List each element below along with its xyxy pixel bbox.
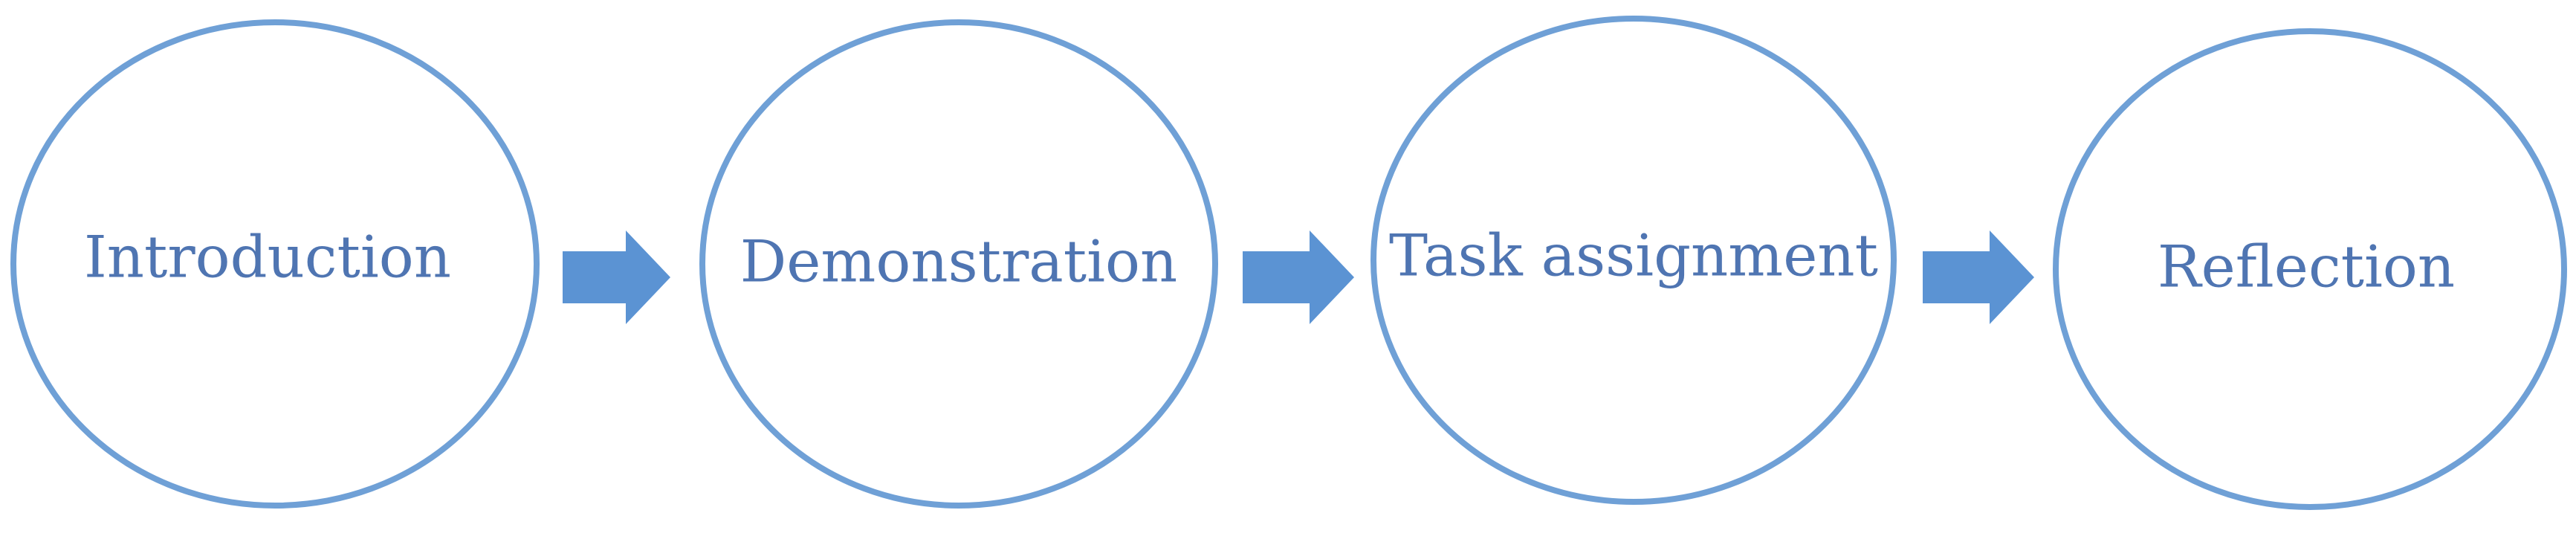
stage-circle xyxy=(699,19,1218,509)
stage-circle xyxy=(1370,16,1897,505)
stage-label-demonstration: Demonstration xyxy=(740,229,1178,296)
stage-introduction: Introduction xyxy=(10,19,540,509)
right-arrow-icon xyxy=(1243,230,1354,324)
stage-reflection: Reflection xyxy=(2053,28,2567,510)
stage-task-assignment: Task assignment xyxy=(1370,16,1897,505)
right-arrow-icon xyxy=(563,230,670,324)
stage-label-reflection: Reflection xyxy=(2158,234,2455,301)
stage-label-introduction: Introduction xyxy=(84,225,451,291)
stage-circle xyxy=(10,19,540,509)
stage-label-task-assignment: Task assignment xyxy=(1389,223,1878,290)
stage-demonstration: Demonstration xyxy=(699,19,1218,509)
right-arrow-icon xyxy=(1923,230,2034,324)
stage-circle xyxy=(2053,28,2567,510)
